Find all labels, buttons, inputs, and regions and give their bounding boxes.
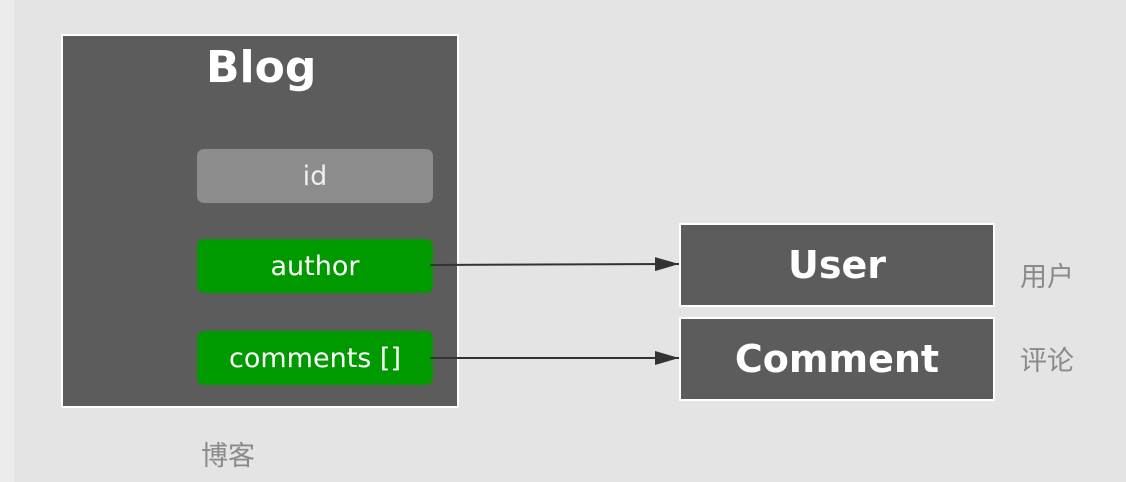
user-entity-box: User	[679, 223, 995, 307]
user-caption: 用户	[1020, 262, 1074, 293]
field-author: author	[197, 239, 433, 293]
field-comments: comments []	[197, 331, 433, 385]
comment-label: Comment	[734, 337, 940, 381]
blog-title: Blog	[206, 42, 317, 93]
comment-caption: 评论	[1020, 346, 1074, 377]
comment-entity-box: Comment	[679, 317, 995, 401]
user-label: User	[788, 243, 886, 287]
left-margin-strip	[0, 0, 14, 482]
blog-caption: 博客	[201, 441, 255, 472]
field-id: id	[197, 149, 433, 203]
author-to-user-arrow	[429, 257, 680, 272]
blog-entity-box: Blog id author comments []	[61, 34, 459, 408]
